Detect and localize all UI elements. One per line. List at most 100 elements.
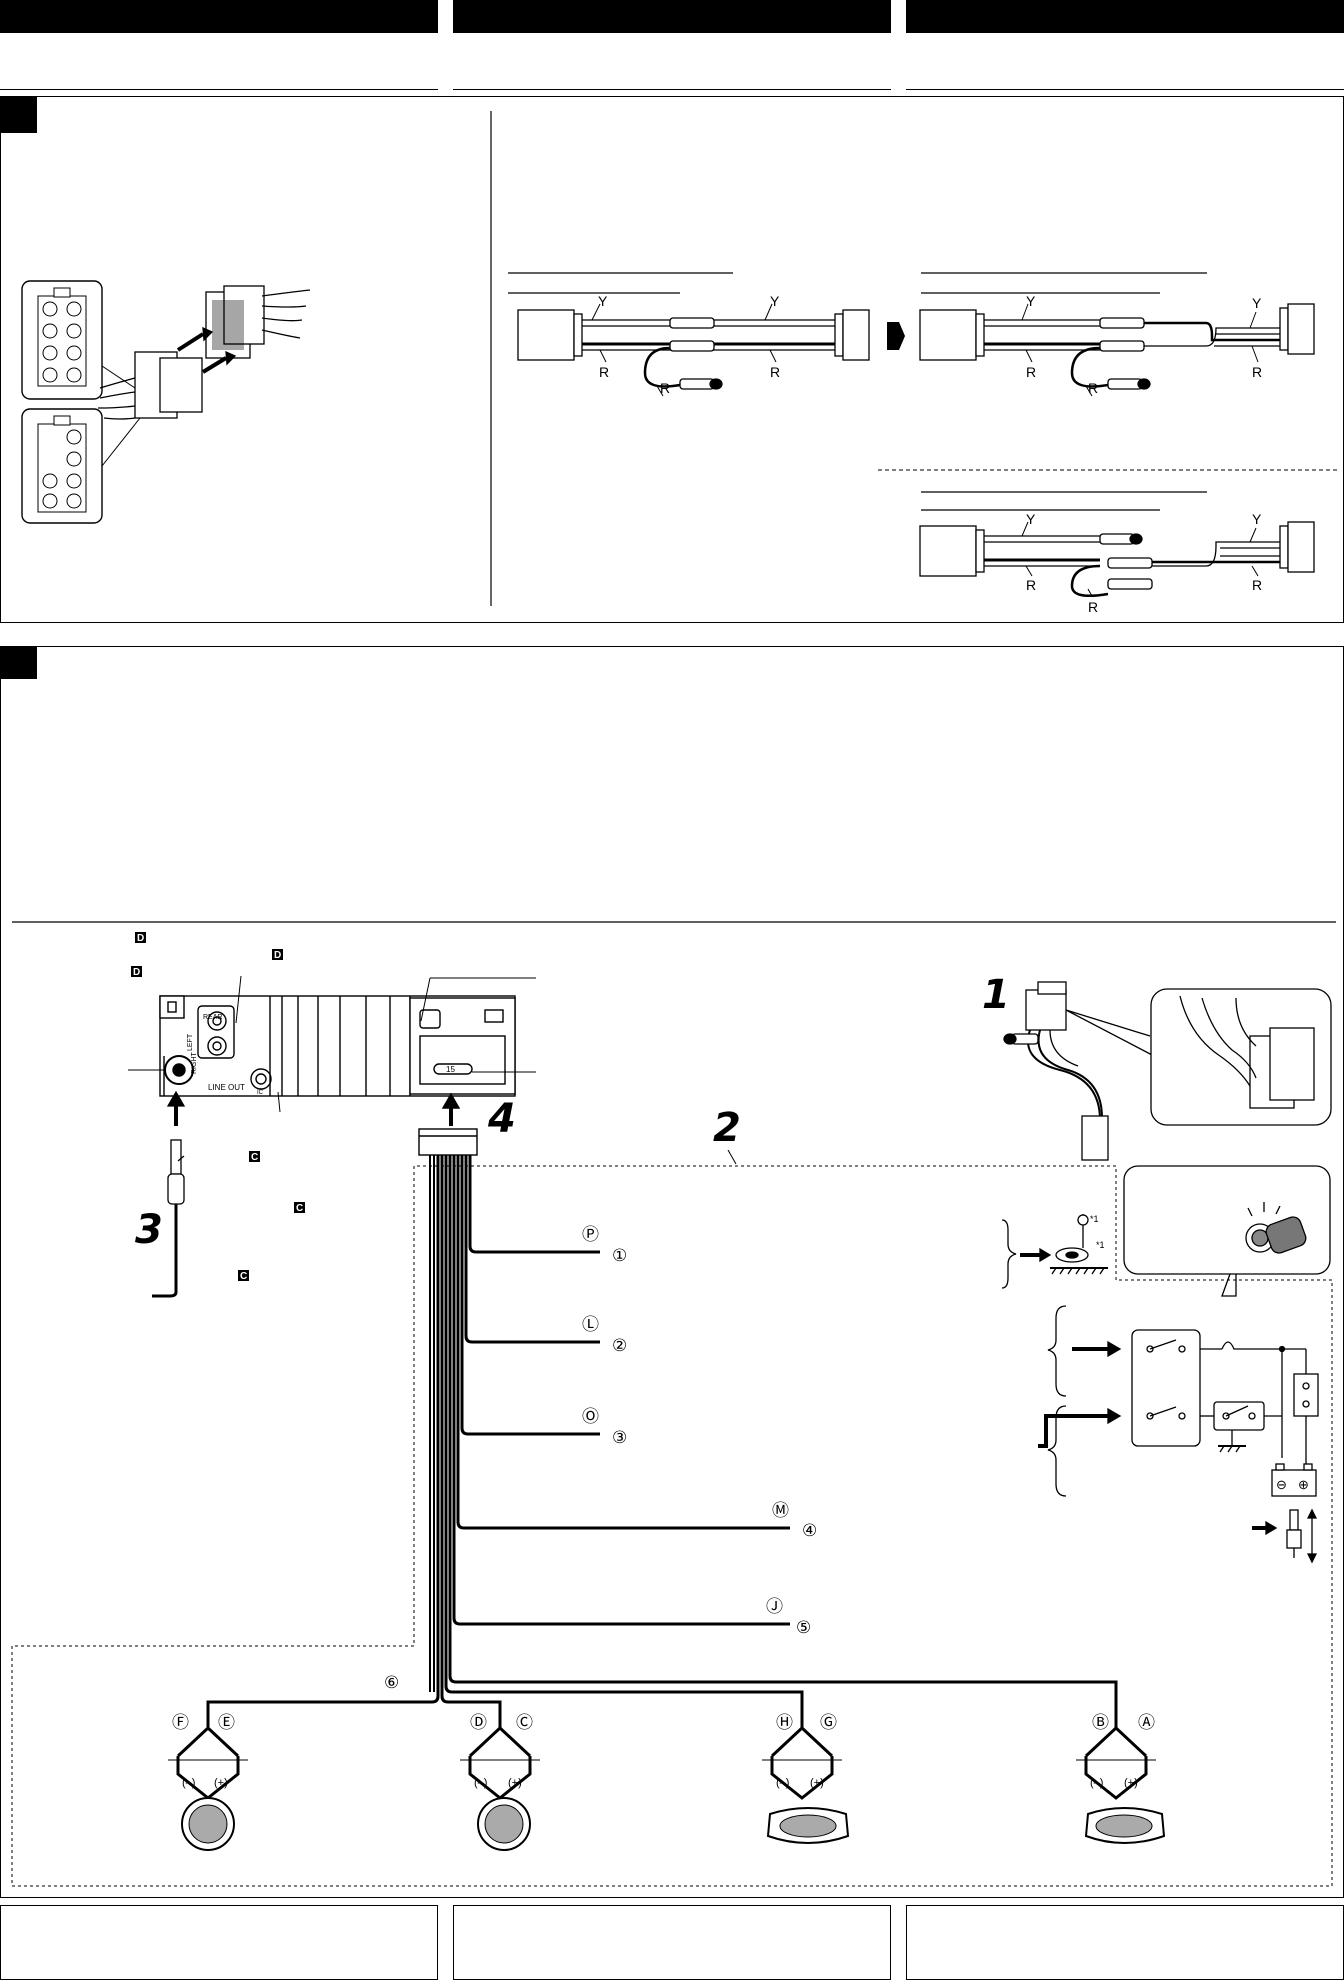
head-unit-labels: REAR LEFT RIGHT LINE OUT IC 15 bbox=[187, 1014, 455, 1096]
antenna-plug bbox=[152, 1090, 186, 1298]
panel-b-corner-marker bbox=[1, 647, 37, 679]
svg-text:D: D bbox=[137, 933, 144, 944]
battery-terminals: ⊖ ⊕ bbox=[1276, 1477, 1309, 1492]
svg-text:Ⓞ: Ⓞ bbox=[582, 1407, 599, 1426]
svg-text:Ⓖ: Ⓖ bbox=[820, 1713, 837, 1732]
svg-text:(+): (+) bbox=[508, 1777, 522, 1789]
svg-text:R: R bbox=[1088, 599, 1098, 615]
svg-text:①: ① bbox=[612, 1246, 627, 1265]
harness-original bbox=[517, 309, 870, 390]
header-rule-middle bbox=[453, 89, 891, 90]
harness-illustration bbox=[1003, 981, 1332, 1161]
svg-text:R: R bbox=[1026, 364, 1036, 380]
connector-pinout-top bbox=[21, 280, 103, 400]
power-circuit bbox=[1038, 1305, 1319, 1497]
svg-text:⊖: ⊖ bbox=[1276, 1477, 1287, 1492]
svg-text:C: C bbox=[251, 1152, 258, 1163]
svg-text:(+): (+) bbox=[1124, 1777, 1138, 1789]
svg-text:D: D bbox=[133, 967, 140, 978]
step-4: 4 bbox=[487, 1096, 516, 1142]
svg-text:R: R bbox=[1026, 577, 1036, 593]
panel-a-corner-marker bbox=[1, 97, 37, 133]
svg-text:(–): (–) bbox=[182, 1777, 195, 1789]
step-1: 1 bbox=[982, 972, 1010, 1018]
svg-text:Ⓟ: Ⓟ bbox=[582, 1225, 599, 1244]
svg-text:(+): (+) bbox=[810, 1777, 824, 1789]
svg-text:Ⓕ: Ⓕ bbox=[172, 1713, 189, 1732]
lead-3: Ⓞ ③ bbox=[582, 1407, 627, 1447]
iso-connector-illustration bbox=[97, 285, 311, 420]
head-unit-rear bbox=[159, 995, 516, 1097]
footer-box-right bbox=[906, 1905, 1344, 1980]
header-rule-right bbox=[906, 89, 1344, 90]
svg-text:③: ③ bbox=[612, 1428, 627, 1447]
header-bar-middle bbox=[453, 0, 891, 33]
svg-text:⑤: ⑤ bbox=[796, 1618, 811, 1637]
svg-text:Y: Y bbox=[1252, 511, 1262, 527]
svg-text:R: R bbox=[1252, 577, 1262, 593]
transform-arrow bbox=[887, 322, 905, 350]
panel-a-diagram: Y Y R R R Y Y R R R bbox=[21, 111, 1338, 615]
footer-box-left bbox=[0, 1905, 438, 1980]
harness-original-labels: Y Y R R R bbox=[591, 293, 780, 397]
svg-text:D: D bbox=[274, 950, 281, 961]
svg-text:Ⓔ: Ⓔ bbox=[218, 1713, 235, 1732]
svg-text:C: C bbox=[296, 1203, 303, 1214]
svg-text:R: R bbox=[1088, 380, 1098, 396]
speaker-group-label: ⑥ bbox=[384, 1673, 399, 1692]
svg-text:②: ② bbox=[612, 1336, 627, 1355]
panel-b-diagram: D D D C C C REAR LEFT RIGHT LINE OUT IC … bbox=[11, 921, 1336, 1887]
lead-1: Ⓟ ① bbox=[582, 1225, 627, 1265]
svg-text:(+): (+) bbox=[214, 1777, 228, 1789]
svg-text:⊕: ⊕ bbox=[1298, 1477, 1309, 1492]
header-rule-left bbox=[0, 89, 438, 90]
svg-text:Y: Y bbox=[1252, 295, 1262, 311]
svg-text:REAR: REAR bbox=[203, 1014, 222, 1021]
speaker-front-right: Ⓓ Ⓒ (–) (+) bbox=[460, 1713, 540, 1851]
svg-text:Y: Y bbox=[1026, 511, 1036, 527]
footer-box-middle bbox=[453, 1905, 891, 1980]
step-2: 2 bbox=[713, 1105, 741, 1151]
harness-modified bbox=[919, 303, 1315, 390]
svg-text:IC: IC bbox=[257, 1090, 264, 1096]
header-bar-left bbox=[0, 0, 438, 33]
svg-text:15: 15 bbox=[446, 1065, 455, 1074]
svg-text:Y: Y bbox=[770, 293, 780, 309]
svg-text:Ⓓ: Ⓓ bbox=[470, 1713, 487, 1732]
svg-text:*1: *1 bbox=[1090, 1214, 1099, 1224]
svg-text:R: R bbox=[770, 364, 780, 380]
speaker-front-left: Ⓕ Ⓔ (–) (+) bbox=[168, 1713, 248, 1851]
reference-badges: D D D C C C bbox=[131, 932, 305, 1282]
lead-5: Ⓙ ⑤ bbox=[766, 1597, 811, 1637]
step-3: 3 bbox=[135, 1207, 163, 1253]
main-connector bbox=[418, 1092, 478, 1156]
lead-4: Ⓜ ④ bbox=[772, 1501, 817, 1540]
svg-text:R: R bbox=[1252, 364, 1262, 380]
svg-text:R: R bbox=[660, 380, 670, 396]
harness-alternate-labels: Y Y R R R bbox=[1021, 511, 1262, 615]
ground-connection bbox=[1001, 1214, 1108, 1289]
svg-text:C: C bbox=[240, 1271, 247, 1282]
dashed-zone-leads bbox=[11, 1165, 1333, 1887]
svg-text:*1: *1 bbox=[1096, 1240, 1105, 1250]
harness-bundle bbox=[176, 1155, 1148, 1758]
svg-text:(–): (–) bbox=[776, 1777, 789, 1789]
speaker-rear-right: Ⓑ Ⓐ (–) (+) bbox=[1076, 1713, 1166, 1844]
svg-text:Y: Y bbox=[1026, 293, 1036, 309]
ignition-key-inset bbox=[1123, 1165, 1331, 1297]
svg-text:④: ④ bbox=[802, 1521, 817, 1540]
svg-text:(–): (–) bbox=[1090, 1777, 1103, 1789]
header-bar-right bbox=[906, 0, 1344, 33]
screw-notes: *1 *1 bbox=[1090, 1214, 1105, 1250]
connector-pinout-bottom bbox=[21, 408, 103, 524]
svg-text:Ⓑ: Ⓑ bbox=[1092, 1713, 1109, 1732]
svg-text:LINE OUT: LINE OUT bbox=[208, 1083, 245, 1092]
svg-text:R: R bbox=[599, 364, 609, 380]
lead-2: Ⓛ ② bbox=[582, 1315, 627, 1355]
svg-text:Ⓜ: Ⓜ bbox=[772, 1501, 789, 1520]
harness-alternate bbox=[919, 521, 1315, 597]
svg-text:RIGHT: RIGHT bbox=[191, 1052, 198, 1075]
harness-modified-labels: Y Y R R R bbox=[1021, 293, 1262, 397]
svg-text:LEFT: LEFT bbox=[187, 1033, 194, 1051]
svg-text:Ⓒ: Ⓒ bbox=[516, 1713, 533, 1732]
